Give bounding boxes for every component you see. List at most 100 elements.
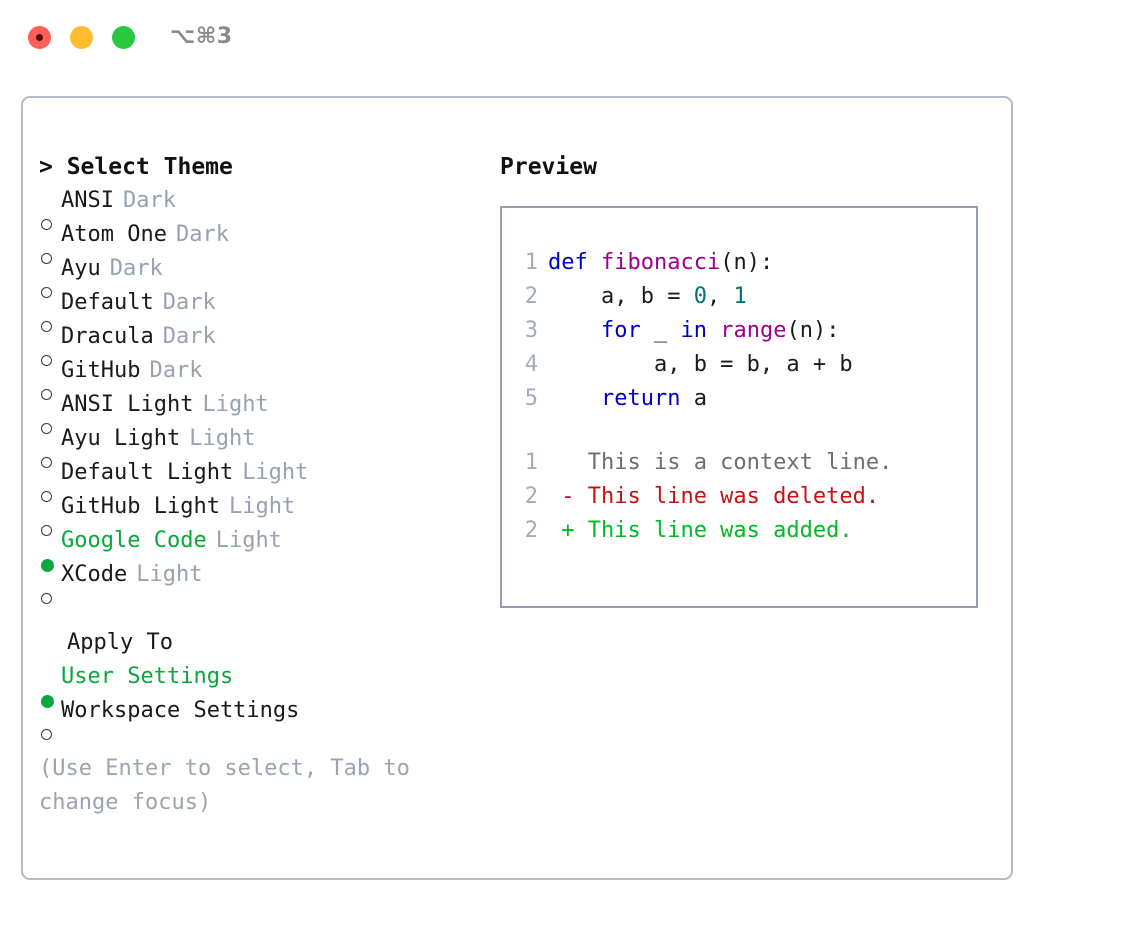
theme-option-ansi-light[interactable]: ANSI Light Light — [39, 388, 479, 434]
code-token-punc: (n): — [720, 250, 774, 275]
radio-glyph — [41, 287, 52, 298]
diff-line-content: + This line was added. — [548, 518, 853, 543]
code-line: 1 def fibonacci(n): — [502, 246, 976, 280]
minimize-button[interactable] — [70, 26, 93, 49]
code-line-content: for _ in range(n): — [548, 314, 839, 348]
radio-glyph — [41, 423, 52, 434]
code-token-num: 0 — [693, 284, 707, 309]
code-line-number: 5 — [524, 386, 538, 411]
code-token-punc: _ — [640, 318, 681, 343]
theme-option-variant-tag: Dark — [162, 324, 216, 349]
radio-glyph — [41, 695, 54, 708]
code-token-num: 1 — [733, 284, 747, 309]
window-title-shortcut: ⌥⌘3 — [170, 24, 233, 49]
code-line-number: 2 — [524, 284, 538, 309]
theme-option-label: ANSI Light — [61, 392, 194, 417]
theme-option-variant-tag: Dark — [149, 358, 203, 383]
code-token-punc: , — [706, 284, 734, 309]
diff-line-number: 1 — [524, 450, 538, 475]
theme-option-github[interactable]: GitHub Dark — [39, 354, 479, 400]
theme-option-dracula[interactable]: Dracula Dark — [39, 320, 479, 366]
radio-glyph — [41, 729, 52, 740]
theme-option-variant-tag: Light — [215, 528, 282, 553]
code-token-fn: fibonacci — [600, 250, 721, 275]
apply-to-option-label: User Settings — [61, 664, 234, 689]
diff-line-add: 2 + This line was added. — [502, 514, 976, 548]
section-spacer — [39, 592, 479, 626]
theme-option-label: XCode — [61, 562, 128, 587]
theme-option-google-code[interactable]: Google Code Light — [39, 524, 479, 572]
radio-glyph — [41, 355, 52, 366]
theme-option-ayu-light[interactable]: Ayu Light Light — [39, 422, 479, 468]
code-line: 4 a, b = b, a + b — [502, 348, 976, 382]
theme-option-variant-tag: Light — [228, 494, 296, 519]
title-bar: ⌥⌘3 — [0, 0, 1140, 78]
radio-glyph — [41, 559, 54, 572]
theme-option-label: Default Light — [61, 460, 234, 485]
close-button[interactable] — [28, 26, 51, 49]
radio-glyph — [41, 457, 52, 468]
radio-glyph — [41, 491, 52, 502]
code-token-punc — [707, 318, 720, 343]
theme-option-variant-tag: Dark — [122, 188, 176, 213]
theme-option-label: Dracula — [61, 324, 154, 349]
radio-glyph — [41, 321, 52, 332]
code-diff-gap — [502, 416, 976, 446]
code-token-punc: (n): — [786, 318, 840, 343]
theme-option-variant-tag: Light — [202, 392, 269, 417]
code-line-number: 1 — [524, 250, 538, 275]
window-controls — [28, 26, 135, 49]
code-token-kw: in — [680, 318, 707, 343]
select-theme-heading: > Select Theme — [39, 154, 233, 180]
code-line-number: 4 — [524, 352, 538, 377]
radio-glyph — [41, 593, 52, 604]
apply-to-option-workspace-settings[interactable]: Workspace Settings — [39, 694, 479, 740]
code-line-content: def fibonacci(n): — [548, 246, 773, 280]
code-token-punc — [548, 318, 601, 343]
theme-option-variant-tag: Dark — [162, 290, 216, 315]
code-token-kw: def — [548, 250, 601, 275]
diff-line-ctx: 1 This is a context line. — [502, 446, 976, 480]
code-token-kw: for — [600, 318, 641, 343]
theme-option-label: GitHub — [61, 358, 141, 383]
diff-line-number: 2 — [524, 518, 538, 543]
code-token-punc: a, b = b, a + b — [548, 352, 853, 377]
theme-option-default[interactable]: Default Dark — [39, 286, 479, 332]
radio-glyph — [41, 525, 52, 536]
theme-option-label: Google Code — [61, 528, 207, 553]
diff-sample: 1 This is a context line.2 - This line w… — [502, 446, 976, 548]
diff-line-del: 2 - This line was deleted. — [502, 480, 976, 514]
code-token-fn: range — [720, 318, 787, 343]
theme-option-default-light[interactable]: Default Light Light — [39, 456, 479, 502]
code-line-number: 3 — [524, 318, 538, 343]
theme-option-label: Ayu — [61, 256, 101, 281]
theme-option-label: Default — [61, 290, 154, 315]
radio-glyph — [41, 253, 52, 264]
apply-to-option-user-settings[interactable]: User Settings — [39, 660, 479, 708]
code-token-punc — [548, 386, 601, 411]
maximize-button[interactable] — [112, 26, 135, 49]
apply-to-option-label: Workspace Settings — [61, 698, 300, 723]
diff-line-content: - This line was deleted. — [548, 484, 880, 509]
code-line-content: return a — [548, 382, 707, 416]
code-line-content: a, b = b, a + b — [548, 348, 853, 382]
radio-glyph — [41, 389, 52, 400]
theme-option-variant-tag: Light — [242, 460, 309, 485]
theme-option-variant-tag: Light — [189, 426, 256, 451]
code-token-punc: a, b = — [548, 284, 694, 309]
keyboard-hint-text: (Use Enter to select, Tab to change focu… — [39, 756, 424, 815]
preview-heading: Preview — [500, 154, 597, 180]
theme-option-label: Ayu Light — [61, 426, 181, 451]
